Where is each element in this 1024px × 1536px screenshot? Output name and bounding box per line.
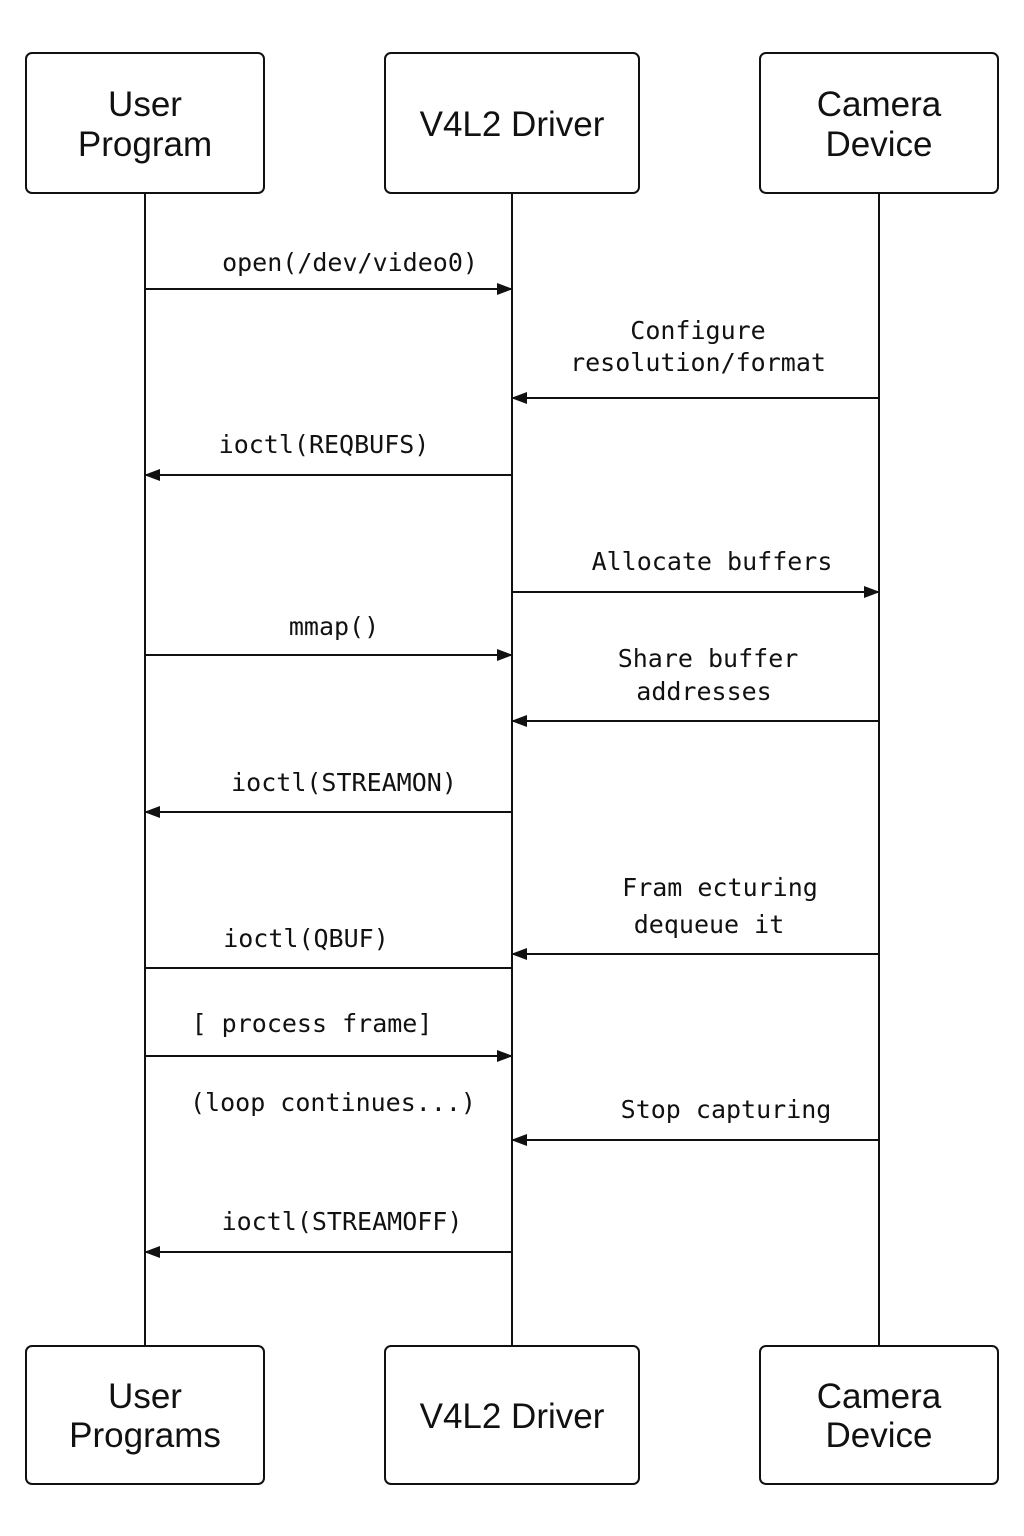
actor-label-line: Programs xyxy=(69,1416,221,1455)
message-label-line: [ process frame] xyxy=(192,1009,433,1038)
message-label-line: ioctl(STREAMON) xyxy=(231,768,457,797)
actor-top-driver: V4L2 Driver xyxy=(384,52,640,194)
actor-label-line: Program xyxy=(78,125,212,164)
actor-bottom-driver: V4L2 Driver xyxy=(384,1345,640,1485)
message-share-buffer: Share buffer addresses xyxy=(511,644,879,727)
message-label-line: addresses xyxy=(636,677,771,706)
message-label-line: Fram ecturing xyxy=(622,873,818,902)
message-frame-capturing: Fram ecturing dequeue it xyxy=(511,873,879,960)
actor-label-line: Camera xyxy=(817,85,942,124)
message-label-line: Allocate buffers xyxy=(592,547,833,576)
actor-box xyxy=(759,1345,999,1485)
message-qbuf: ioctl(QBUF) xyxy=(145,924,512,969)
actor-label-line: Device xyxy=(826,125,933,164)
message-label-line: (loop continues...) xyxy=(190,1088,476,1117)
message-streamoff: ioctl(STREAMOFF) xyxy=(144,1207,512,1258)
message-stop-capturing: Stop capturing xyxy=(511,1095,879,1146)
message-label-line: dequeue it xyxy=(634,910,785,939)
actor-label-line: User xyxy=(108,1377,182,1416)
message-label-line: Share buffer xyxy=(618,644,799,673)
actor-label-line: V4L2 Driver xyxy=(420,1397,605,1436)
message-label-line: open(/dev/video0) xyxy=(222,248,478,277)
actor-top-camera: Camera Device xyxy=(759,52,999,194)
message-reqbufs: ioctl(REQBUFS) xyxy=(144,430,512,481)
message-streamon: ioctl(STREAMON) xyxy=(144,768,512,818)
message-mmap: mmap() xyxy=(145,612,513,661)
actor-box xyxy=(25,1345,265,1485)
actor-box xyxy=(25,52,265,194)
message-label-line: Configure xyxy=(630,316,765,345)
actor-label-line: User xyxy=(108,85,182,124)
actor-box xyxy=(759,52,999,194)
message-label-line: Stop capturing xyxy=(621,1095,832,1124)
message-label-line: mmap() xyxy=(289,612,379,641)
message-allocate: Allocate buffers xyxy=(512,547,880,598)
actor-label-line: V4L2 Driver xyxy=(420,105,605,144)
message-configure: Configure resolution/format xyxy=(511,316,879,404)
actor-box xyxy=(384,52,640,194)
actor-label-line: Camera xyxy=(817,1377,942,1416)
message-process-frame: [ process frame] xyxy=(145,1009,513,1062)
actor-label-line: Device xyxy=(826,1416,933,1455)
note-loop-continues: (loop continues...) xyxy=(190,1088,476,1117)
message-label-line: ioctl(STREAMOFF) xyxy=(222,1207,463,1236)
actor-box xyxy=(384,1345,640,1485)
message-open: open(/dev/video0) xyxy=(145,248,513,295)
actor-top-user: User Program xyxy=(25,52,265,194)
actor-bottom-user: User Programs xyxy=(25,1345,265,1485)
message-label-line: ioctl(QBUF) xyxy=(223,924,389,953)
actor-bottom-camera: Camera Device xyxy=(759,1345,999,1485)
message-label-line: ioctl(REQBUFS) xyxy=(219,430,430,459)
message-label-line: resolution/format xyxy=(570,348,826,377)
